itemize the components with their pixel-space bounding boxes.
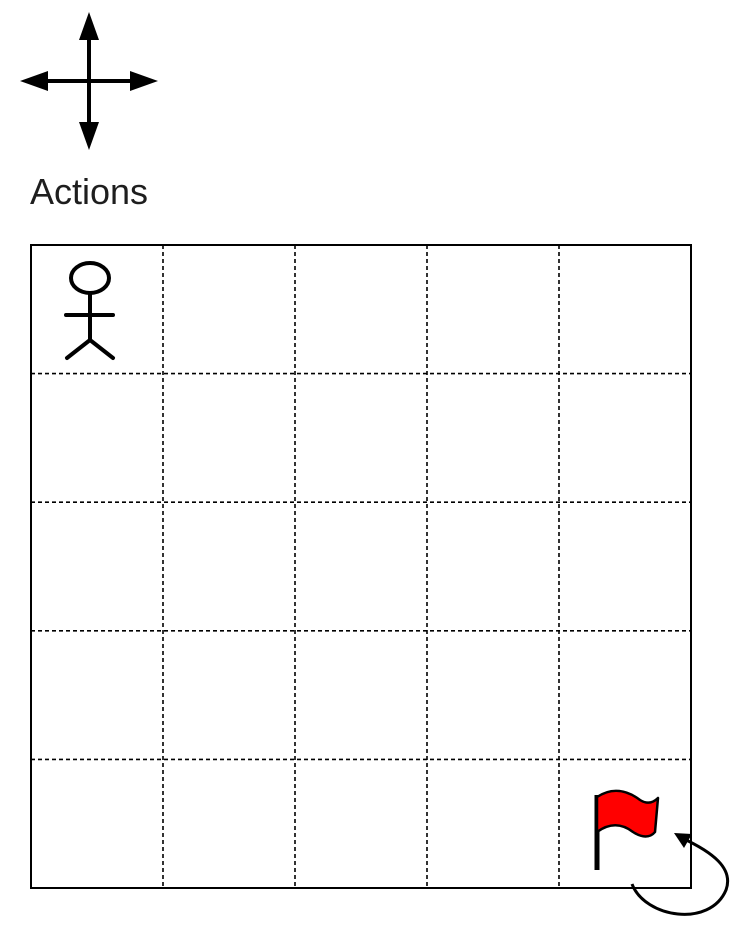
arrow-up-head: [79, 12, 99, 40]
grid-outer-border: [30, 244, 692, 889]
flag-icon: [594, 789, 660, 870]
actions-label: Actions: [30, 171, 149, 212]
grid-lines: [31, 245, 691, 888]
four-way-arrows-icon: [20, 12, 158, 150]
arrow-right-head: [130, 71, 158, 91]
arrow-down-head: [79, 122, 99, 150]
stick-figure-icon: [64, 261, 115, 360]
self-loop-arrow: [630, 836, 730, 916]
arrow-left-head: [20, 71, 48, 91]
self-loop-arrowhead: [674, 833, 692, 848]
